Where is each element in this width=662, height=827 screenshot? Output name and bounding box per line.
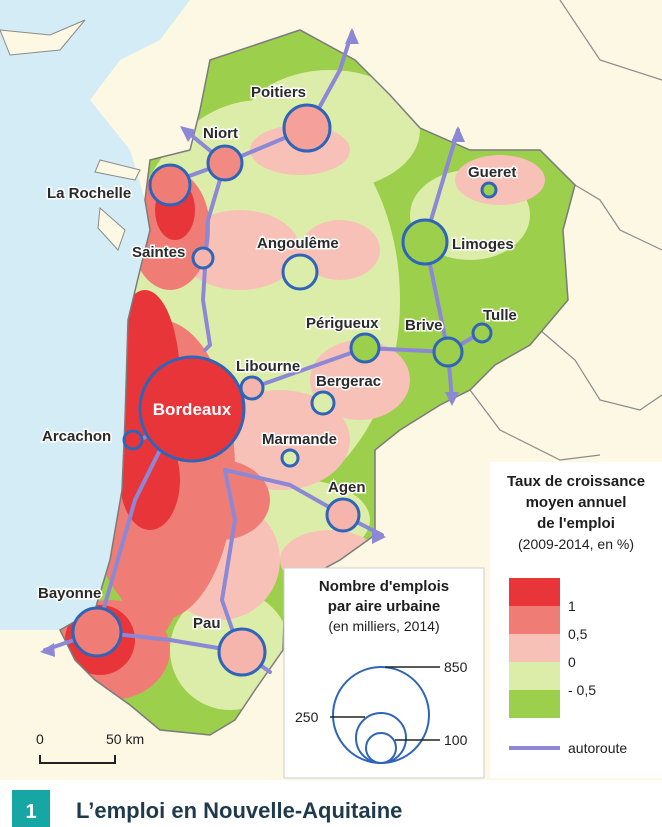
highway-segment	[250, 331, 482, 390]
legend-jobs-title-line-1: Nombre d'emplois	[319, 578, 449, 595]
city-label-bergerac: Bergerac	[316, 373, 381, 390]
city-label-bayonne: Bayonne	[38, 585, 101, 602]
legend-growth-label-0-5: 0,5	[568, 626, 588, 642]
highway-segment	[95, 448, 162, 634]
legend-swatch-growth-low	[509, 634, 560, 662]
city-circle-perigueux[interactable]	[349, 332, 381, 364]
city-label-pau: Pau	[193, 615, 221, 632]
scale-zero: 0	[36, 731, 44, 747]
city-circle-arcachon[interactable]	[122, 429, 144, 451]
legend-swatch-growth-mid	[509, 606, 560, 634]
border-line	[539, 329, 662, 411]
island-oleron	[97, 206, 126, 251]
city-label-agen: Agen	[328, 479, 366, 496]
zone-growth-low	[300, 220, 380, 280]
city-circle-angouleme[interactable]	[281, 253, 319, 291]
city-label-arcachon: Arcachon	[42, 428, 111, 445]
legend-jobs-value-100: 100	[444, 732, 468, 748]
legend-highway-label: autoroute	[568, 740, 627, 756]
border-line	[469, 389, 601, 461]
scale-bar: 0 50 km	[36, 731, 144, 764]
legend-growth-title-line-3: de l'emploi	[537, 515, 615, 532]
legend-growth-title-line-2: moyen annuel	[526, 494, 627, 511]
island-north	[0, 19, 86, 56]
highway-segment	[201, 161, 227, 352]
figure-number-badge	[12, 790, 50, 827]
city-label-tulle: Tulle	[483, 307, 517, 324]
city-circle-pau[interactable]	[217, 627, 267, 677]
city-markers	[71, 103, 498, 677]
figure-title: L’emploi en Nouvelle-Aquitaine	[76, 798, 402, 823]
city-circle-poitiers[interactable]	[282, 103, 332, 153]
city-circle-brive[interactable]	[432, 336, 464, 368]
highway-arrows	[40, 28, 465, 657]
zone-growth-low	[455, 155, 545, 205]
island-re	[94, 159, 141, 181]
city-label-la-rochelle: La Rochelle	[47, 185, 131, 202]
city-circle-bergerac[interactable]	[310, 390, 336, 416]
legend-jobs: Nombre d'emplois par aire urbaine (en mi…	[283, 567, 485, 779]
legend-swatch-decline-high	[509, 690, 560, 718]
highway-segment	[223, 468, 384, 537]
legend-growth-title-line-1: Taux de croissance	[507, 473, 645, 490]
city-circle-limoges[interactable]	[401, 218, 449, 266]
city-label-marmande: Marmande	[262, 431, 337, 448]
border-line	[574, 184, 662, 251]
city-circle-gueret[interactable]	[480, 181, 498, 199]
highway-segment	[220, 468, 242, 654]
legend-swatch-decline-low	[509, 662, 560, 690]
legend-growth-subtitle: (2009-2014, en %)	[518, 536, 634, 552]
scale-line	[39, 755, 116, 764]
city-circle-la-rochelle[interactable]	[148, 163, 192, 207]
scale-distance: 50 km	[106, 731, 144, 747]
city-circle-libourne[interactable]	[239, 375, 265, 401]
border-line	[559, 0, 662, 81]
legend-growth-label-1: 1	[568, 598, 576, 614]
legend-growth-label-minus-0-5: - 0,5	[568, 682, 596, 698]
city-label-libourne: Libourne	[236, 358, 300, 375]
city-label-angouleme: Angoulême	[257, 235, 339, 252]
legend-jobs-subtitle: (en milliers, 2014)	[328, 618, 439, 634]
legend-circle-100	[365, 732, 397, 764]
city-circle-niort[interactable]	[206, 144, 244, 182]
legend-growth: Taux de croissance moyen annuel de l'emp…	[490, 462, 662, 778]
arrow-icon	[372, 530, 386, 544]
city-labels: Poitiers Niort La Rochelle Saintes Angou…	[37, 83, 519, 634]
figure-caption: 1 L’emploi en Nouvelle-Aquitaine	[0, 780, 662, 827]
caption-band	[0, 780, 662, 827]
arrow-icon	[445, 392, 459, 406]
city-label-brive: Brive	[405, 317, 443, 334]
city-label-limoges: Limoges	[452, 236, 514, 253]
city-label-bordeaux: Bordeaux	[153, 400, 232, 419]
city-circle-marmande[interactable]	[280, 448, 300, 468]
zone-growth-mid	[120, 520, 180, 640]
city-circle-bordeaux[interactable]	[138, 355, 246, 463]
city-label-saintes: Saintes	[132, 244, 185, 261]
legend-jobs-box	[283, 567, 485, 779]
legend-jobs-value-250: 250	[295, 709, 319, 725]
city-label-niort: Niort	[203, 125, 238, 142]
figure-number: 1	[25, 801, 36, 823]
arrow-icon	[180, 126, 196, 142]
city-label-gueret: Gueret	[468, 164, 516, 181]
legend-growth-label-0: 0	[568, 654, 576, 670]
city-circle-agen[interactable]	[325, 497, 361, 533]
legend-jobs-title-line-2: par aire urbaine	[328, 598, 441, 615]
city-circle-saintes[interactable]	[191, 246, 215, 270]
city-circle-tulle[interactable]	[471, 322, 493, 344]
arrow-icon	[345, 28, 359, 44]
arrow-icon	[451, 126, 465, 142]
legend-swatch-growth-high	[509, 578, 560, 606]
legend-jobs-value-850: 850	[444, 659, 468, 675]
zone-growth-mid	[170, 460, 270, 540]
city-label-poitiers: Poitiers	[251, 84, 306, 101]
arrow-icon	[40, 643, 55, 657]
city-label-perigueux: Périgueux	[306, 315, 379, 332]
city-circle-bayonne[interactable]	[71, 606, 123, 658]
atlantic-ocean	[0, 0, 190, 630]
